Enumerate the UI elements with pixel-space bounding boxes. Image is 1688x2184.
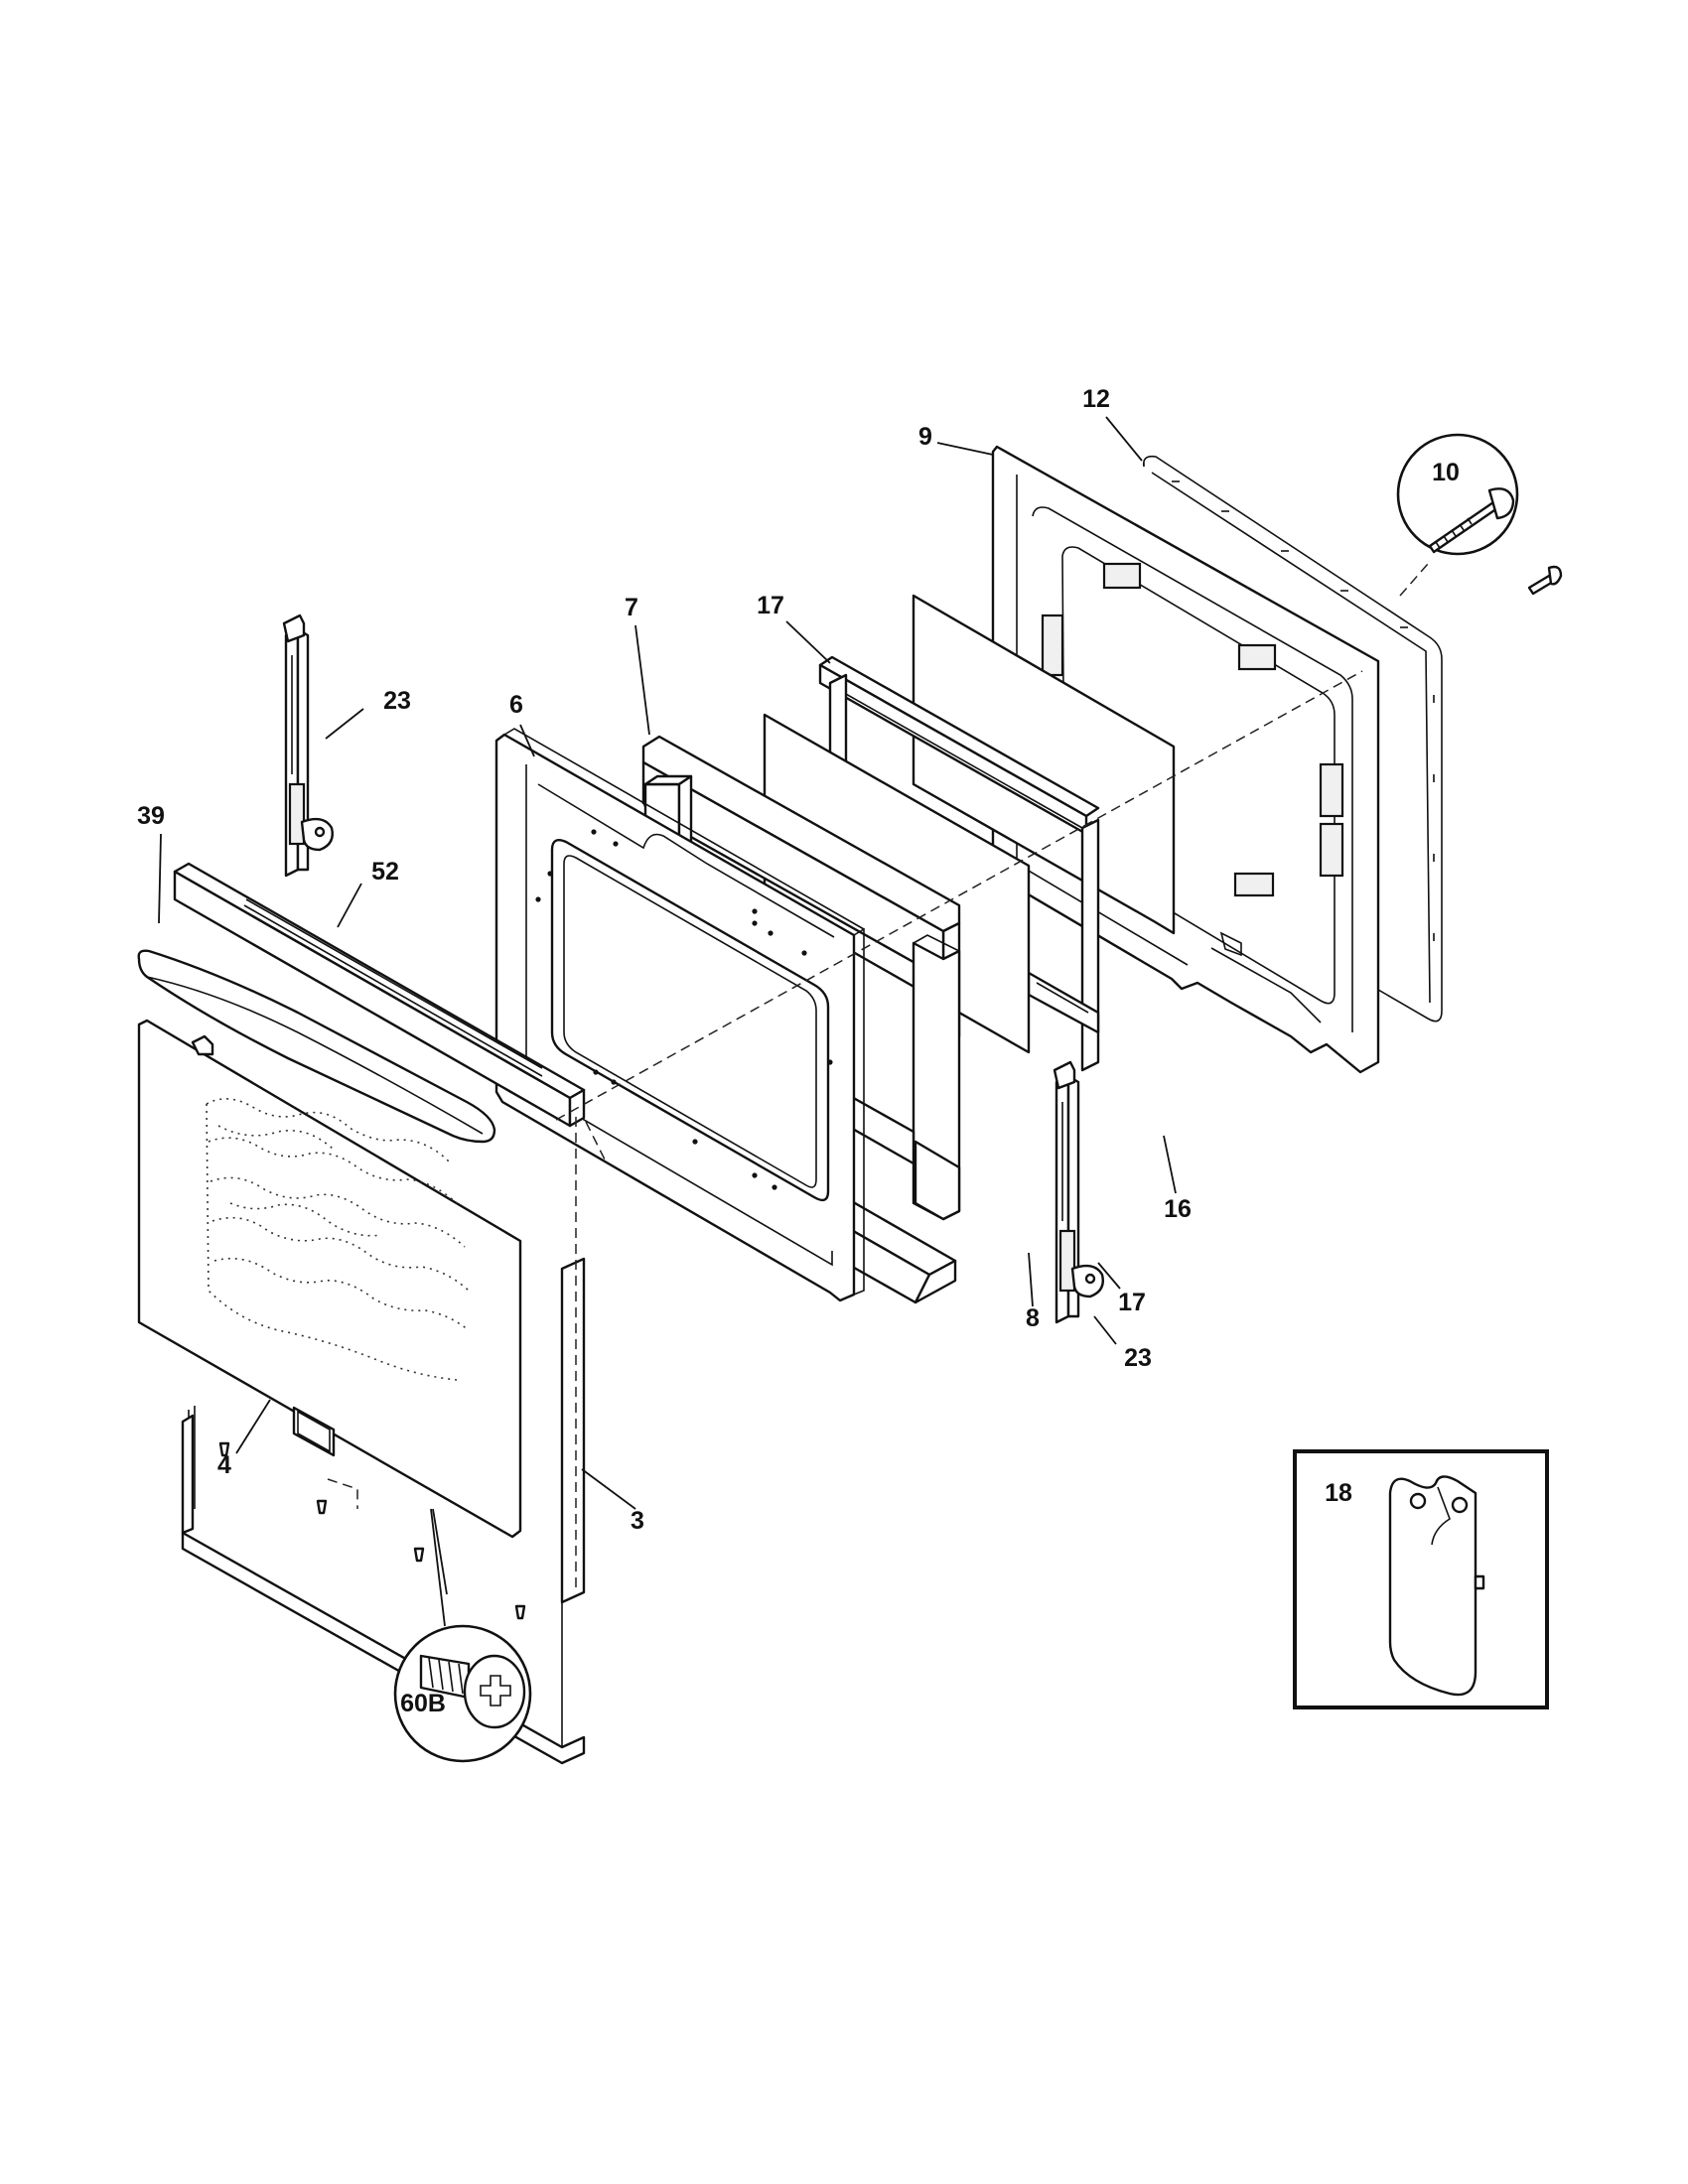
callout-16: 16 xyxy=(1164,1195,1192,1223)
callout-60B: 60B xyxy=(400,1690,446,1717)
callout-23-bottom: 23 xyxy=(1124,1344,1152,1372)
detail-circle-10 xyxy=(1396,433,1563,596)
screw-icon xyxy=(413,1547,425,1563)
callout-4: 4 xyxy=(217,1451,231,1479)
screw-icon xyxy=(316,1499,328,1515)
callout-39: 39 xyxy=(137,802,165,830)
callout-3: 3 xyxy=(631,1507,644,1535)
callout-17-bottom: 17 xyxy=(1118,1289,1146,1316)
door-handle-part xyxy=(137,949,496,1144)
door-gasket-part xyxy=(1142,455,1443,1023)
hinge-left-part xyxy=(282,614,334,878)
alignment-lines xyxy=(327,563,1429,1588)
callout-17-top: 17 xyxy=(757,592,784,619)
callout-6: 6 xyxy=(509,691,523,719)
screw-icon xyxy=(218,1441,230,1457)
callout-8: 8 xyxy=(1026,1304,1040,1332)
screw-icon xyxy=(514,1604,526,1620)
callout-10: 10 xyxy=(1432,459,1460,486)
hinge-right-part xyxy=(1053,1060,1104,1324)
callout-labels: 3 4 6 7 8 9 10 12 16 17 17 18 23 23 39 5… xyxy=(137,385,1460,1717)
callout-52: 52 xyxy=(371,858,399,886)
callout-7: 7 xyxy=(625,594,638,621)
callout-18: 18 xyxy=(1325,1479,1352,1507)
rear-glass-part xyxy=(912,594,1176,935)
screw-icon xyxy=(1527,565,1563,596)
door-screws xyxy=(218,1441,526,1620)
leader-lines xyxy=(158,416,1177,1595)
callout-9: 9 xyxy=(918,423,932,451)
detail-box-18 xyxy=(1293,1449,1549,1709)
shoulder-bolt-icon xyxy=(1428,487,1515,554)
detail-circle-60B xyxy=(393,1508,532,1763)
callout-12: 12 xyxy=(1082,385,1110,413)
glass-retainer-part xyxy=(818,655,1100,1072)
hinge-cover-bracket-icon xyxy=(1388,1475,1485,1697)
vent-trim-part xyxy=(173,862,586,1128)
inner-door-frame-part xyxy=(494,728,865,1302)
outer-door-glass-part xyxy=(137,1019,522,1539)
callout-23-top: 23 xyxy=(383,687,411,715)
screw-icon xyxy=(419,1654,526,1729)
